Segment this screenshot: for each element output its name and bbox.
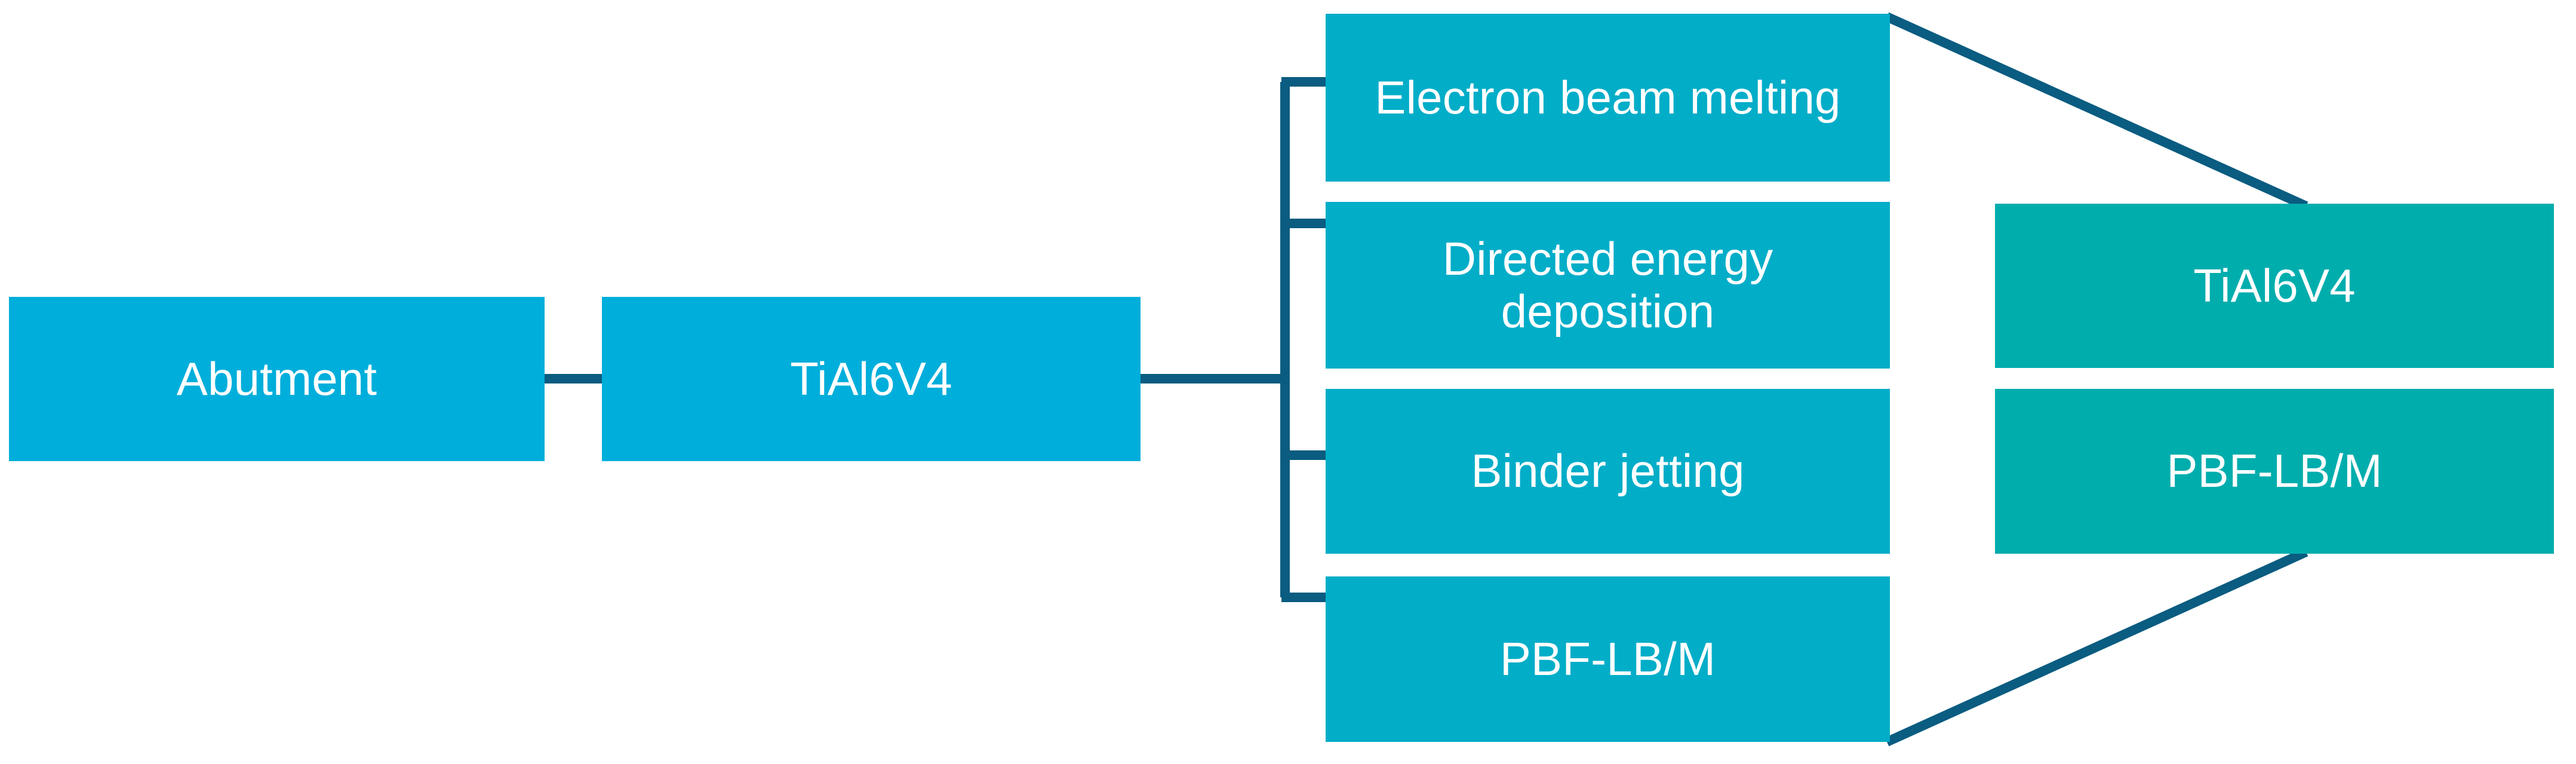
node-binder-jetting[interactable]: Binder jetting	[1326, 389, 1890, 554]
node-tial6v4-material[interactable]: TiAl6V4	[602, 297, 1141, 461]
connector-pbf-to-pbf-result	[1885, 547, 2308, 747]
node-tial6v4-result-label: TiAl6V4	[2193, 259, 2356, 312]
node-pbf-lb-m-process-label: PBF-LB/M	[1499, 632, 1716, 685]
node-pbf-lb-m-result[interactable]: PBF-LB/M	[1995, 389, 2554, 554]
node-directed-energy-deposition[interactable]: Directed energy deposition	[1326, 202, 1890, 369]
node-abutment[interactable]: Abutment	[9, 297, 545, 461]
node-electron-beam-melting-label: Electron beam melting	[1375, 70, 1841, 124]
node-directed-energy-deposition-label: Directed energy deposition	[1442, 232, 1773, 337]
node-binder-jetting-label: Binder jetting	[1471, 444, 1745, 498]
node-tial6v4-result[interactable]: TiAl6V4	[1995, 204, 2554, 368]
node-pbf-lb-m-result-label: PBF-LB/M	[2166, 444, 2383, 498]
node-tial6v4-material-label: TiAl6V4	[790, 352, 952, 405]
node-abutment-label: Abutment	[176, 352, 377, 405]
connector-ebm-to-tial6v4-result	[1885, 12, 2308, 211]
node-pbf-lb-m-process[interactable]: PBF-LB/M	[1326, 576, 1890, 742]
node-electron-beam-melting[interactable]: Electron beam melting	[1326, 14, 1890, 182]
